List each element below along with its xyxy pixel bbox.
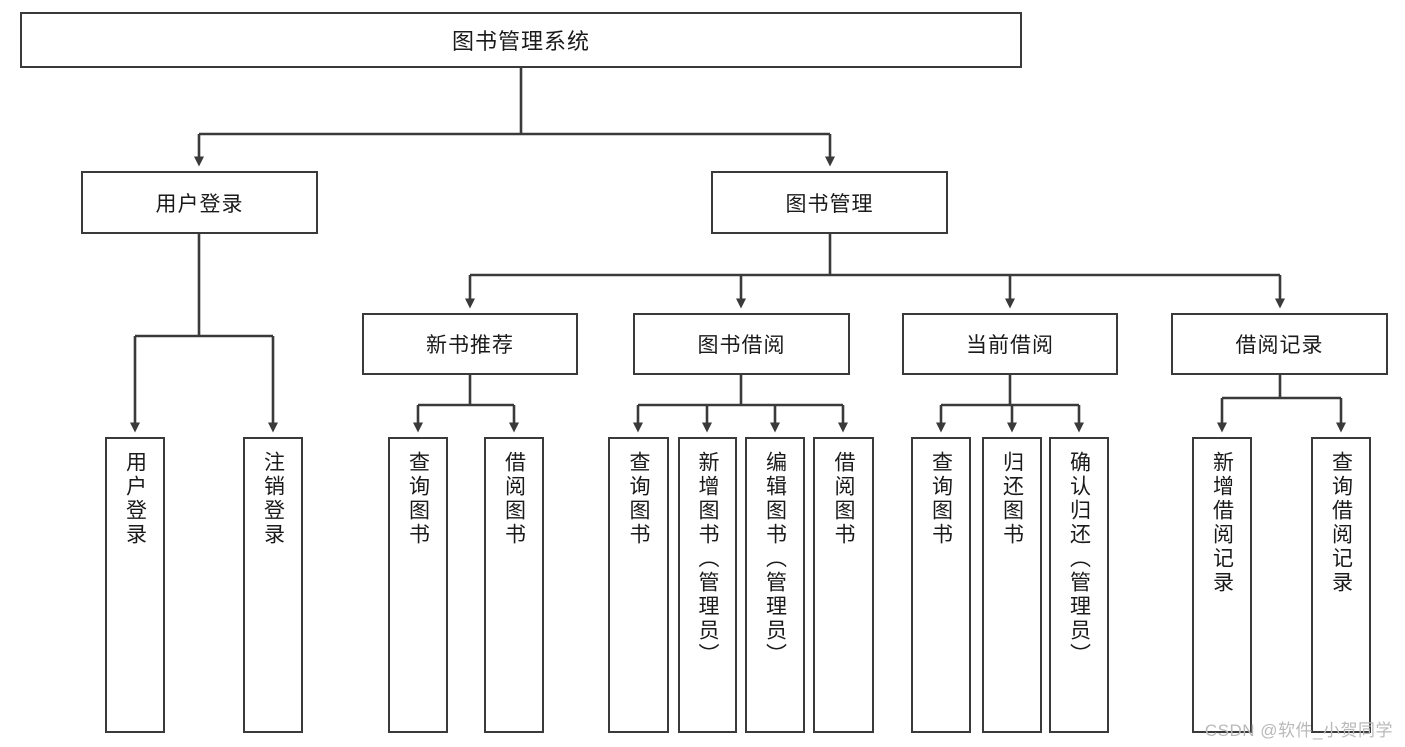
node-label: 新书推荐 <box>426 334 514 357</box>
node-label: 图书管理 <box>785 192 874 216</box>
node-leaf-query-record[interactable]: 查询借阅记录 <box>1311 437 1371 733</box>
node-leaf-query-book-2[interactable]: 查询图书 <box>608 437 669 733</box>
node-label: 新增借阅记录 <box>1210 451 1234 595</box>
node-new-book-rec[interactable]: 新书推荐 <box>362 313 578 375</box>
node-label: 新增图书（管理员） <box>696 451 719 667</box>
node-label: 查询图书 <box>627 451 650 547</box>
node-label: 编辑图书（管理员） <box>763 451 787 667</box>
node-leaf-add-book[interactable]: 新增图书（管理员） <box>678 437 737 733</box>
node-leaf-return-book[interactable]: 归还图书 <box>982 437 1042 733</box>
node-root[interactable]: 图书管理系统 <box>20 12 1022 68</box>
node-borrow-record[interactable]: 借阅记录 <box>1171 313 1388 375</box>
node-leaf-borrow-book-2[interactable]: 借阅图书 <box>813 437 874 733</box>
node-leaf-user-logout[interactable]: 注销登录 <box>243 437 303 733</box>
node-leaf-query-book-1[interactable]: 查询图书 <box>388 437 448 733</box>
node-label: 确认归还（管理员） <box>1067 451 1091 667</box>
node-label: 图书借阅 <box>697 334 786 357</box>
node-book-borrow[interactable]: 图书借阅 <box>633 313 850 375</box>
node-leaf-edit-book[interactable]: 编辑图书（管理员） <box>745 437 805 733</box>
node-label: 查询借阅记录 <box>1329 451 1353 595</box>
node-label: 当前借阅 <box>966 334 1054 357</box>
node-current-borrow[interactable]: 当前借阅 <box>902 313 1118 375</box>
node-label: 查询图书 <box>929 451 953 547</box>
node-leaf-query-book-3[interactable]: 查询图书 <box>911 437 971 733</box>
node-label: 归还图书 <box>1000 451 1024 547</box>
node-user-login[interactable]: 用户登录 <box>81 171 318 234</box>
node-label: 用户登录 <box>123 451 147 547</box>
node-label: 用户登录 <box>155 192 244 216</box>
node-book-manage[interactable]: 图书管理 <box>711 171 948 234</box>
node-label: 注销登录 <box>261 451 285 547</box>
node-leaf-borrow-book-1[interactable]: 借阅图书 <box>484 437 544 733</box>
node-label: 借阅图书 <box>832 451 855 547</box>
node-leaf-confirm-return[interactable]: 确认归还（管理员） <box>1049 437 1109 733</box>
node-label: 借阅记录 <box>1235 334 1324 357</box>
node-leaf-add-record[interactable]: 新增借阅记录 <box>1192 437 1252 733</box>
node-label: 借阅图书 <box>502 451 526 547</box>
node-label: 图书管理系统 <box>451 29 590 54</box>
watermark-text: CSDN @软件_小贺同学 <box>1204 721 1393 740</box>
node-leaf-user-login[interactable]: 用户登录 <box>105 437 165 733</box>
node-label: 查询图书 <box>406 451 430 547</box>
